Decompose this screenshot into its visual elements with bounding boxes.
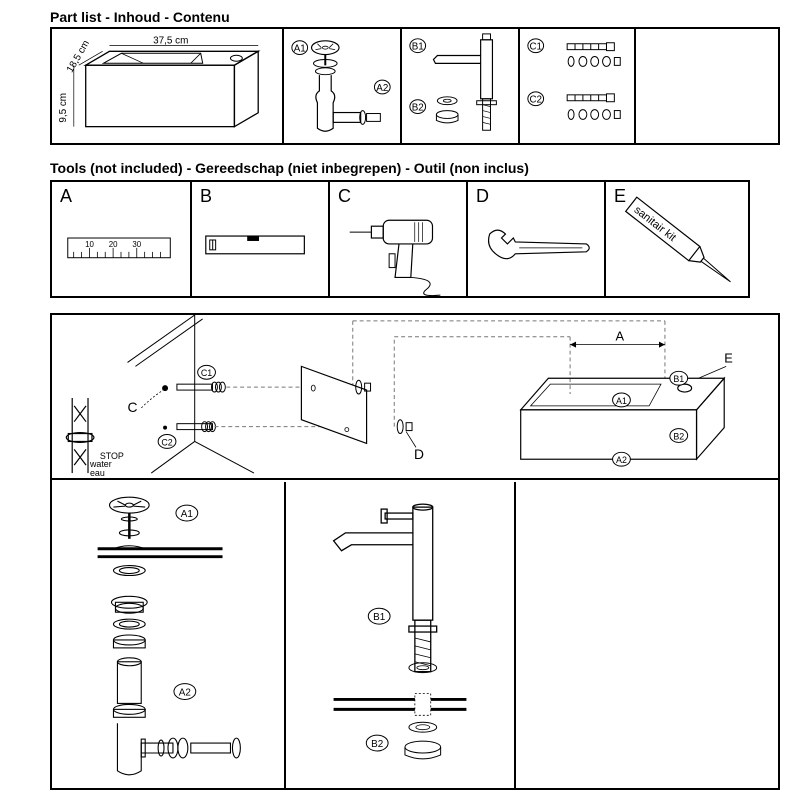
tool-cell-c: C [330, 182, 468, 296]
wrench-icon [487, 229, 590, 260]
tool-cell-d: D [468, 182, 606, 296]
parts-cell-tap: B1 B2 [402, 29, 520, 143]
tap-assembly-drawing: B1 B2 [332, 503, 467, 760]
tap-label-b1: B1 [373, 612, 386, 623]
tools-heading: Tools (not included) - Gereedschap (niet… [50, 160, 529, 176]
tap-label-b2: B2 [371, 739, 384, 750]
parts-table: 37,5 cm 18,5 cm 9,5 cm A1 A2 [50, 27, 780, 145]
mount-label-c2: C2 [161, 437, 172, 447]
mounting-diagram: STOP water eau C C1 C2 [65, 315, 733, 478]
parts-cell-empty [636, 29, 778, 143]
drain-assembly-drawing: A1 A2 [97, 496, 241, 776]
ruler-icon: 10 20 30 [67, 237, 171, 259]
mount-label-a: A [616, 329, 625, 344]
mounting-panel: STOP water eau C C1 C2 [52, 315, 778, 480]
empty-assembly-panel [516, 482, 778, 788]
parts-cell-basin: 37,5 cm 18,5 cm 9,5 cm [52, 29, 284, 143]
tap-assembly-panel: B1 B2 [286, 482, 516, 788]
tool-letter-a: A [60, 186, 73, 206]
drain-assembly-panel: A1 A2 [52, 482, 286, 788]
basin-width-label: 37,5 cm [153, 35, 188, 46]
screws-drawing: C1 C2 [527, 38, 621, 120]
spirit-level-icon [205, 235, 305, 255]
parts-cell-screws: C1 C2 [520, 29, 636, 143]
mount-label-c1: C1 [201, 368, 212, 378]
mount-label-b1: B1 [673, 374, 684, 384]
sealant-tube-icon: sanitair kit [624, 196, 731, 283]
eau-label: eau [90, 468, 105, 478]
drain-drawing: A1 A2 [291, 40, 391, 132]
basin-depth-label: 18,5 cm [65, 39, 92, 75]
mount-label-a1: A1 [616, 396, 627, 406]
tools-table: A 10 20 30 B C [50, 180, 750, 298]
tool-letter-b: B [200, 186, 213, 206]
tool-cell-e: E sanitair kit [606, 182, 748, 296]
mount-label-c: C [128, 399, 138, 415]
tool-cell-b: B [192, 182, 330, 296]
basin-drawing: 37,5 cm 18,5 cm 9,5 cm [58, 35, 261, 128]
mount-label-e: E [724, 350, 733, 365]
part-label-b1: B1 [412, 42, 424, 53]
part-label-a1: A1 [294, 44, 306, 55]
mount-label-b2: B2 [673, 431, 684, 441]
tap-drawing: B1 B2 [409, 33, 497, 131]
ruler-tick-20: 20 [109, 240, 118, 249]
stop-label: STOP [100, 451, 124, 461]
water-label: water [89, 459, 112, 469]
tool-cell-a: A 10 20 30 [52, 182, 192, 296]
tool-letter-c: C [338, 186, 351, 206]
mount-label-a2: A2 [616, 455, 627, 465]
ruler-tick-10: 10 [85, 240, 94, 249]
part-label-c2: C2 [529, 95, 542, 106]
part-label-b2: B2 [412, 103, 424, 114]
tool-letter-d: D [476, 186, 489, 206]
parts-cell-drain: A1 A2 [284, 29, 402, 143]
part-label-c1: C1 [529, 42, 542, 53]
tool-letter-e: E [614, 186, 627, 206]
drain-label-a1: A1 [181, 509, 194, 520]
mount-label-d: D [414, 446, 424, 462]
basin-height-label: 9,5 cm [58, 93, 69, 123]
drill-icon [349, 219, 441, 296]
assembly-area: STOP water eau C C1 C2 [50, 313, 780, 790]
ruler-tick-30: 30 [132, 240, 141, 249]
part-label-a2: A2 [376, 83, 388, 94]
parts-heading: Part list - Inhoud - Contenu [50, 9, 230, 25]
drain-label-a2: A2 [179, 687, 192, 698]
